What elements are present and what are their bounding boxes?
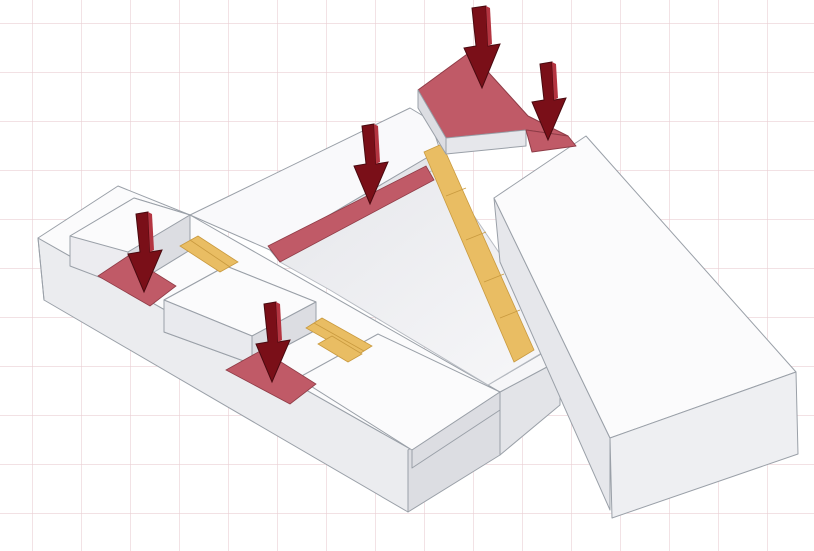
arrow-entry-west [127,211,163,294]
arrow-entry-bridge [353,123,389,206]
stair-courtyard [305,317,373,363]
east-tower-volume [493,135,799,519]
ramp-diagonal [423,143,535,363]
arrow-entry-courtyard [255,301,291,384]
arrow-entry-east [531,61,567,142]
south-end-cube-volume [297,333,501,469]
arrow-entry-roof [463,5,501,90]
stair-west [179,235,239,273]
roof-pavilion-volume [417,51,577,155]
landing-accent-west [97,255,177,307]
